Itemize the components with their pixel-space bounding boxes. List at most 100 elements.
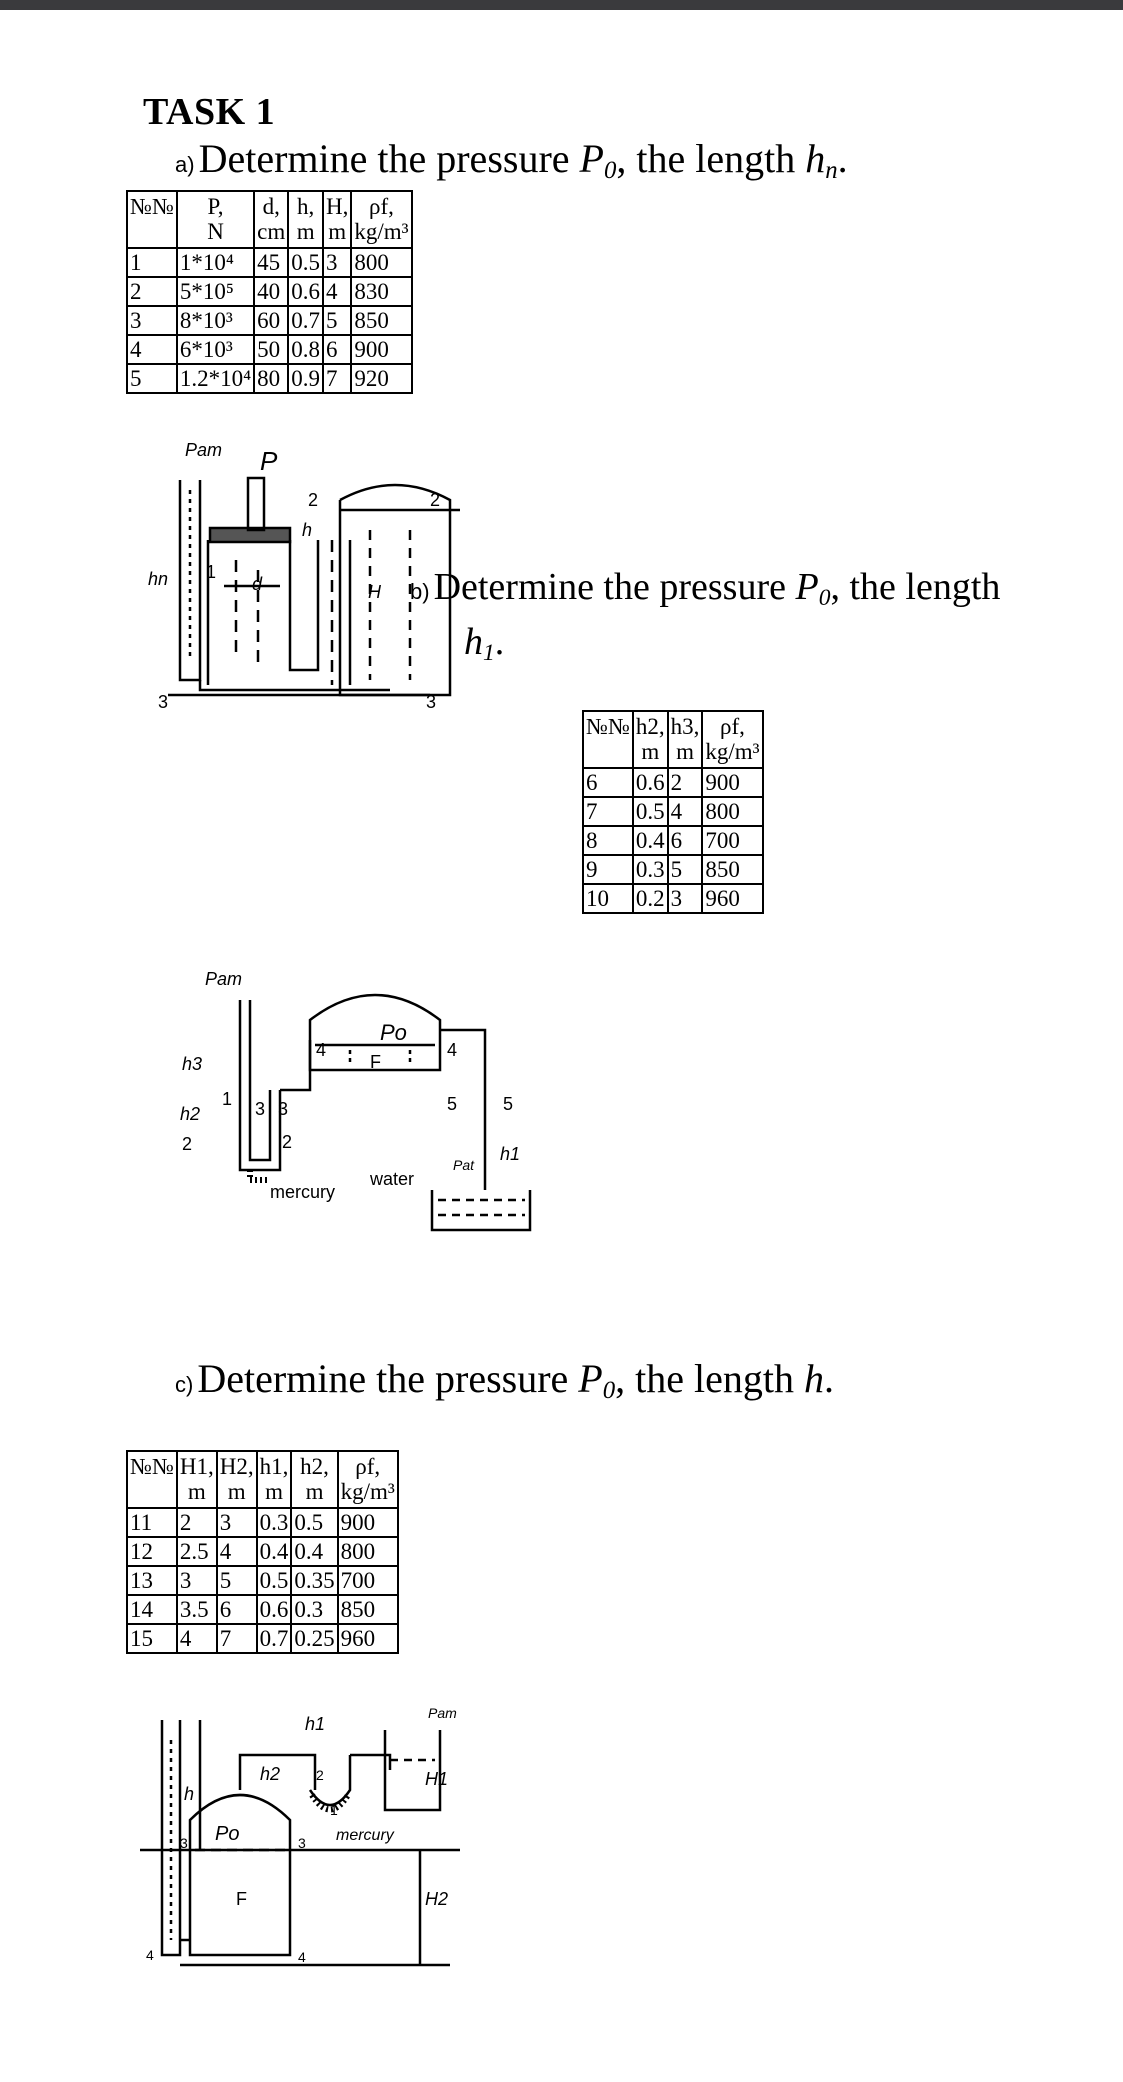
figure-c-label-3b: 3 bbox=[298, 1835, 306, 1851]
figure-c-label-mercury: mercury bbox=[336, 1827, 395, 1844]
heading-c-sub-1: 0 bbox=[602, 1377, 616, 1405]
table-header-label: h3, bbox=[670, 714, 700, 739]
table-cell: 5 bbox=[215, 1564, 258, 1596]
heading-a-text-2: , the length bbox=[616, 136, 806, 181]
table-cell: 0.2 bbox=[631, 882, 669, 914]
heading-a-text-3: . bbox=[837, 136, 848, 181]
table-cell: 3.5 bbox=[175, 1593, 218, 1625]
figure-b-label-3: 3 bbox=[255, 1099, 265, 1119]
table-cell: 1 bbox=[126, 246, 178, 278]
table-cell: 800 bbox=[350, 246, 413, 278]
table-header-cell: H1,m bbox=[175, 1450, 218, 1509]
figure-b-label-h1: h1 bbox=[500, 1144, 520, 1164]
heading-b-text-1: Determine the pressure bbox=[433, 566, 796, 608]
table-header-label: H, bbox=[326, 194, 349, 219]
figure-a-label-3r: 3 bbox=[426, 692, 436, 712]
table-cell: 850 bbox=[350, 304, 413, 336]
heading-c-var-1: P bbox=[578, 1356, 603, 1401]
figure-c-label-H1: H1 bbox=[425, 1769, 448, 1789]
table-header-cell: h2,m bbox=[290, 1450, 339, 1509]
figure-b-connector bbox=[280, 1040, 312, 1092]
heading-c-marker: c) bbox=[175, 1372, 194, 1397]
heading-a-var-1: P bbox=[579, 136, 604, 181]
figure-b-label-h3: h3 bbox=[182, 1054, 202, 1074]
table-header-cell: h2,m bbox=[631, 710, 669, 769]
table-cell: 2.5 bbox=[175, 1535, 218, 1567]
figure-c-label-p0: Po bbox=[215, 1823, 239, 1845]
figure-c-mercury bbox=[309, 1793, 351, 1813]
table-cell: 5*10⁵ bbox=[175, 275, 256, 307]
table-cell: 0.5 bbox=[287, 246, 325, 278]
figure-a-inner-tube bbox=[288, 540, 320, 672]
figure-c-tank bbox=[180, 1793, 292, 1957]
table-cell: 3 bbox=[322, 246, 353, 278]
table-cell: 0.7 bbox=[255, 1622, 293, 1654]
table-cell: 3 bbox=[666, 882, 704, 914]
table-cell: 13 bbox=[126, 1564, 178, 1596]
heading-b-text-3: . bbox=[494, 621, 505, 663]
table-cell: 0.3 bbox=[255, 1506, 293, 1538]
table-cell: 45 bbox=[253, 246, 290, 278]
table-header-cell: ρf,kg/m³ bbox=[701, 710, 764, 769]
heading-c-text-2: , the length bbox=[615, 1356, 804, 1401]
figure-b-diagram: Pam Po F h3 h2 h1 Pat mercury water 1 2 … bbox=[180, 969, 532, 1232]
table-header-label: h2, bbox=[300, 1454, 329, 1479]
figure-a-label-H: H bbox=[368, 582, 382, 602]
table-header-label: cm bbox=[257, 219, 286, 245]
table-cell: 900 bbox=[701, 766, 764, 798]
table-header-label: ρf, bbox=[720, 714, 745, 739]
figure-a-label-2r: 2 bbox=[430, 490, 440, 510]
figure-a-label-hn: hn bbox=[148, 569, 168, 589]
table-cell: 9 bbox=[582, 853, 634, 885]
table-cell: 2 bbox=[126, 275, 178, 307]
heading-b-var-2: h bbox=[464, 621, 483, 663]
table-cell: 7 bbox=[582, 795, 634, 827]
figure-a-manometer-tube bbox=[178, 480, 202, 682]
table-cell: 7 bbox=[322, 362, 353, 394]
figure-c-label-4: 4 bbox=[146, 1947, 154, 1963]
table-cell: 0.3 bbox=[631, 853, 669, 885]
table-cell: 2 bbox=[666, 766, 704, 798]
figure-a-piston bbox=[208, 526, 292, 544]
table-cell: 0.4 bbox=[255, 1535, 293, 1567]
figure-b-label-5b: 5 bbox=[503, 1094, 513, 1114]
heading-b-line-2: h1. bbox=[464, 620, 504, 667]
figure-c-label-h1: h1 bbox=[305, 1714, 325, 1734]
table-header-cell: ρf,kg/m³ bbox=[336, 1450, 399, 1509]
table-header-label: m bbox=[227, 1479, 246, 1505]
table-cell: 0.25 bbox=[290, 1622, 339, 1654]
table-cell: 960 bbox=[336, 1622, 399, 1654]
figure-c-label-F: F bbox=[236, 1889, 247, 1909]
figure-a-bottom-pipe bbox=[198, 680, 390, 692]
table-header-cell: h,m bbox=[287, 190, 325, 249]
table-cell: 4 bbox=[175, 1622, 218, 1654]
figure-b-label-pam: Pam bbox=[205, 969, 242, 989]
figure-c-left-tube bbox=[160, 1720, 182, 1957]
figure-a-label-force: P bbox=[260, 446, 278, 476]
figure-b-label-4: 4 bbox=[316, 1040, 326, 1060]
table-header-label: H1, bbox=[179, 1454, 214, 1479]
table-header-label: №№ bbox=[130, 194, 174, 219]
figure-a-label-1: 1 bbox=[206, 562, 216, 582]
table-header-cell: ρf,kg/m³ bbox=[350, 190, 413, 249]
table-cell: 0.6 bbox=[631, 766, 669, 798]
figure-a-right-tank bbox=[338, 483, 452, 697]
table-header-cell: P,N bbox=[175, 190, 256, 249]
table-cell: 0.35 bbox=[290, 1564, 339, 1596]
figure-c-right-vessel bbox=[383, 1730, 442, 1812]
table-cell: 0.5 bbox=[255, 1564, 293, 1596]
table-header-label: ρf, bbox=[355, 1454, 381, 1479]
heading-b-sub-2: 1 bbox=[483, 639, 495, 666]
table-header-label: m bbox=[676, 739, 694, 765]
table-cell: 900 bbox=[350, 333, 413, 365]
table-cell: 11 bbox=[126, 1506, 178, 1538]
table-header-label: №№ bbox=[130, 1454, 174, 1479]
figure-a-rod bbox=[246, 476, 266, 532]
